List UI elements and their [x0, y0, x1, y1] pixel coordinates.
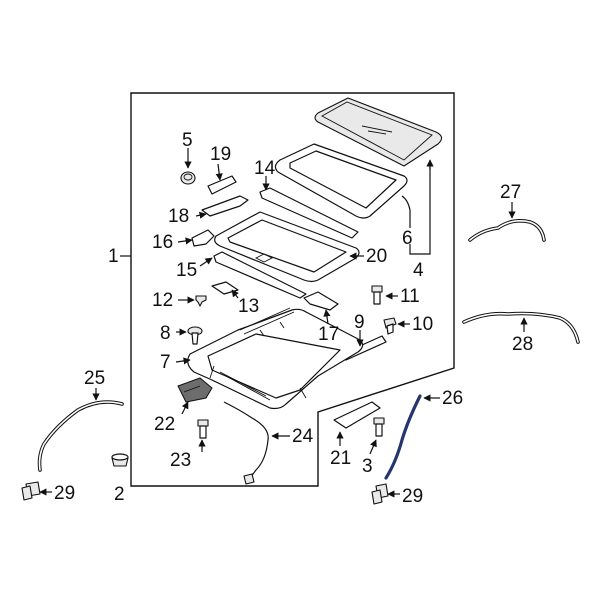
callout-26: 26	[442, 388, 463, 409]
callout-3: 3	[362, 456, 373, 477]
callout-6: 6	[402, 228, 413, 249]
clip-16[interactable]	[191, 229, 215, 247]
callout-27: 27	[500, 182, 521, 203]
callout-9: 9	[354, 312, 365, 333]
callout-4: 4	[413, 260, 424, 281]
callout-7: 7	[160, 352, 171, 373]
callout-17: 17	[318, 324, 339, 345]
drain-hose-27[interactable]	[468, 219, 546, 242]
bolt-3[interactable]	[373, 417, 385, 437]
callout-15: 15	[176, 260, 197, 281]
leader-lines	[39, 148, 528, 498]
bolt-11[interactable]	[371, 285, 383, 305]
plug-5[interactable]	[180, 171, 196, 185]
callout-14: 14	[254, 158, 276, 179]
hose-connector-right[interactable]	[371, 483, 389, 505]
callout-10: 10	[412, 314, 433, 335]
callout-labels: 1 2 3 4 5 6 7 8 9 10 11 12 13 14 15 16 1…	[54, 130, 533, 507]
drain-hose-28[interactable]	[462, 311, 580, 344]
callout-23: 23	[170, 450, 191, 471]
callout-5: 5	[182, 130, 193, 151]
callout-2: 2	[114, 484, 125, 505]
callout-29-right: 29	[402, 486, 423, 507]
screw-8[interactable]	[187, 326, 203, 345]
sunroof-frame[interactable]	[187, 307, 364, 410]
bolt-10[interactable]	[383, 317, 397, 335]
callout-21: 21	[330, 448, 351, 469]
callout-28: 28	[512, 334, 533, 355]
motor-cable[interactable]	[223, 401, 269, 485]
callout-11: 11	[400, 286, 420, 307]
callout-13: 13	[238, 296, 259, 317]
bracket-21[interactable]	[333, 401, 381, 429]
callout-25: 25	[84, 368, 105, 389]
callout-24: 24	[292, 426, 314, 447]
assembly-box	[130, 92, 455, 487]
callout-8: 8	[160, 323, 171, 344]
drain-guide[interactable]	[201, 195, 249, 217]
callout-12: 12	[152, 290, 173, 311]
callout-20: 20	[366, 246, 387, 267]
glass-panel[interactable]	[314, 97, 443, 167]
callout-22: 22	[154, 414, 175, 435]
sunshade-frame[interactable]	[214, 211, 360, 283]
grommet-2[interactable]	[111, 453, 129, 467]
callout-19: 19	[210, 144, 231, 165]
deflector-bracket[interactable]	[207, 175, 237, 195]
callout-1: 1	[108, 246, 119, 267]
rear-seal-17[interactable]	[303, 291, 339, 311]
callout-16: 16	[152, 232, 173, 253]
rivet-12[interactable]	[195, 295, 207, 307]
drain-hose-25[interactable]	[37, 400, 124, 472]
callout-29-left: 29	[54, 483, 75, 504]
drain-hose-26[interactable]	[384, 394, 422, 480]
hose-connector-left[interactable]	[21, 481, 41, 501]
callout-18: 18	[168, 206, 189, 227]
seal-strip-15[interactable]	[213, 251, 307, 299]
bolt-23[interactable]	[197, 419, 209, 439]
glass-seal[interactable]	[274, 143, 408, 219]
sunroof-motor[interactable]	[177, 377, 213, 403]
